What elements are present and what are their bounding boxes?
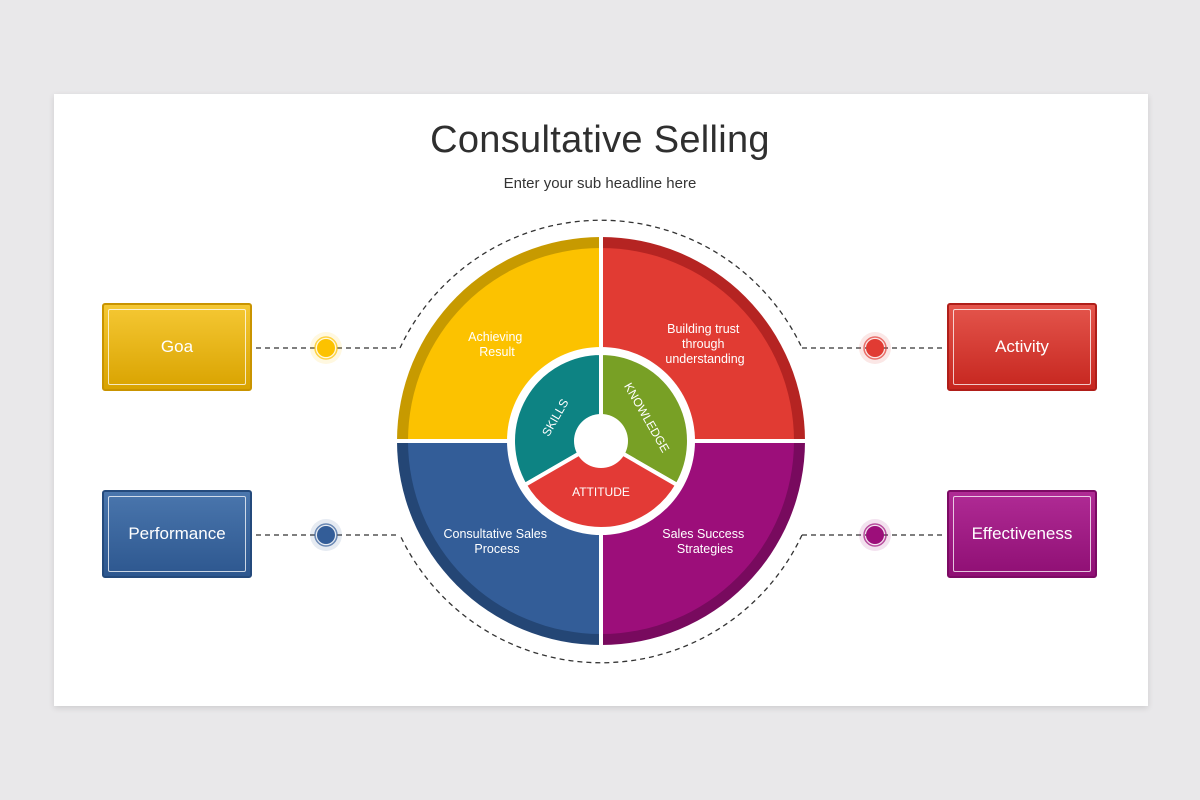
dot-effectiveness [859, 519, 891, 551]
performance-box: Performance [102, 490, 252, 578]
label-top-right: Building trust through understanding [665, 322, 744, 366]
dot-goal [310, 332, 342, 364]
activity-box: Activity [947, 303, 1097, 391]
activity-label: Activity [953, 309, 1091, 385]
dot-activity [859, 332, 891, 364]
label-top-left: Achieving Result [468, 330, 526, 359]
dot-performance [310, 519, 342, 551]
dashed-ring-bottom [399, 534, 803, 664]
performance-label: Performance [108, 496, 246, 572]
goal-label: Goa [108, 309, 246, 385]
inner-sector-attitude [522, 439, 680, 531]
page-subtitle: Enter your sub headline here [503, 175, 697, 192]
effectiveness-label: Effectiveness [953, 496, 1091, 572]
effectiveness-box: Effectiveness [947, 490, 1097, 578]
label-attitude: ATTITUDE [572, 485, 630, 499]
dashed-ring-top [399, 219, 803, 349]
goal-box: Goa [102, 303, 252, 391]
label-bottom-left: Consultative Sales Process [443, 527, 550, 556]
center-hub [574, 414, 628, 468]
page-title: Consultative Selling [430, 119, 770, 161]
label-bottom-right: Sales Success Strategies [662, 527, 747, 556]
